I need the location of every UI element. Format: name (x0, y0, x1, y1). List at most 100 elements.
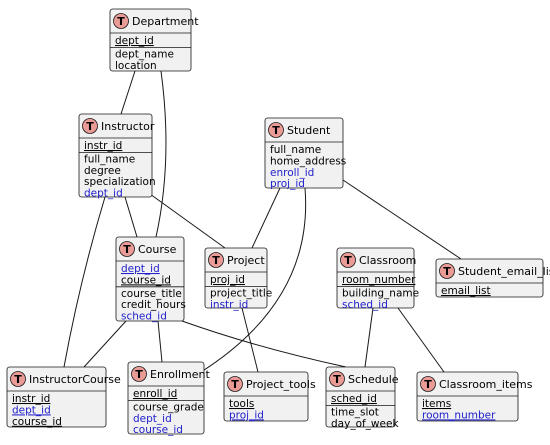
entity-name: Project_tools (246, 378, 316, 391)
primary-key-attribute: proj_id (229, 409, 264, 421)
entity-name: Course (138, 243, 177, 256)
entity-name: Schedule (348, 373, 399, 386)
entity-classroom[interactable]: T Classroom room_numberbuilding_namesched_… (336, 247, 419, 311)
primary-key-attribute: dept_id (121, 263, 160, 275)
primary-key-attribute: course_id (121, 274, 171, 286)
table-icon-letter: T (424, 378, 432, 391)
table-icon (329, 371, 345, 387)
table-icon (113, 13, 129, 29)
relationship-student-student_email_list (342, 179, 462, 260)
attribute: home_address (270, 155, 346, 167)
attribute: full_name (270, 144, 321, 156)
relationship-student-project (251, 187, 281, 249)
attribute: time_slot (331, 406, 379, 418)
foreign-key-attribute: enroll_id (270, 167, 314, 179)
entity-name: Student (287, 124, 331, 137)
relationship-classroom-schedule (364, 307, 374, 368)
attribute: full_name (84, 153, 135, 165)
entity-name: Department (132, 15, 199, 28)
primary-key-attribute: room_number (342, 274, 416, 286)
primary-key-attribute: enroll_id (133, 388, 177, 400)
foreign-key-attribute: sched_id (342, 299, 388, 311)
primary-key-attribute: sched_id (331, 393, 377, 405)
entity-box (109, 8, 192, 72)
table-icon-letter: T (123, 243, 131, 256)
table-icon-letter: T (212, 254, 220, 267)
entity-name: Enrollment (150, 368, 210, 381)
relationship-department-course (155, 70, 167, 238)
table-icon-letter: T (272, 124, 280, 137)
table-icon-letter: T (344, 254, 352, 267)
entity-name: InstructorCourse (29, 373, 121, 386)
table-icon (82, 118, 98, 134)
entity-box (115, 236, 185, 322)
attribute: project_title (210, 287, 272, 299)
table-icon-letter: T (231, 378, 239, 391)
entity-name: Classroom_items (439, 378, 533, 391)
table-icon-letter: T (135, 368, 143, 381)
table-icon-letter: T (86, 120, 94, 133)
attribute: building_name (342, 287, 419, 299)
primary-key-attribute: email_list (441, 285, 491, 297)
attribute: specialization (84, 176, 156, 188)
primary-key-attribute: room_number (422, 409, 496, 421)
attribute: degree (84, 165, 121, 177)
relationship-department-instructor (120, 70, 136, 115)
entity-box (435, 258, 544, 298)
attribute: location (115, 60, 157, 72)
foreign-key-attribute: proj_id (270, 178, 305, 190)
table-icon-letter: T (117, 15, 125, 28)
foreign-key-attribute: instr_id (210, 299, 248, 311)
entity-box (127, 361, 205, 435)
entity-name: Student_email_list (458, 265, 550, 278)
entity-name: Project (227, 254, 265, 267)
primary-key-attribute: dept_id (115, 35, 154, 47)
entity-name: Classroom (359, 254, 416, 267)
entity-box (6, 366, 107, 428)
table-icon (420, 376, 436, 392)
relationship-lines (63, 70, 462, 373)
primary-key-attribute: course_id (12, 416, 62, 428)
primary-key-attribute: instr_id (12, 393, 50, 405)
attribute: day_of_week (331, 418, 399, 430)
primary-key-attribute: proj_id (210, 274, 245, 286)
table-icon (227, 376, 243, 392)
foreign-key-attribute: sched_id (121, 311, 167, 323)
relationship-project-project_tools (241, 307, 259, 373)
table-icon (119, 241, 135, 257)
relationship-instructor-instructorcourse (63, 196, 106, 368)
relationship-instructor-project (149, 193, 226, 249)
table-icon (340, 252, 356, 268)
table-icon (10, 371, 26, 387)
attribute: course_grade (133, 401, 204, 413)
entity-box (78, 113, 153, 198)
foreign-key-attribute: course_id (133, 424, 183, 436)
table-icon (439, 263, 455, 279)
table-icon (208, 252, 224, 268)
attribute: credit_hours (121, 299, 186, 311)
foreign-key-attribute: dept_id (84, 188, 123, 200)
entity-box (223, 371, 309, 422)
relationship-course-enrollment (157, 320, 163, 363)
relationship-classroom-classroom_items (397, 307, 445, 373)
attribute: course_title (121, 288, 182, 300)
relationship-course-instructorcourse (83, 320, 127, 368)
entity-student[interactable]: T Student full_namehome_addressenroll_idpr… (264, 117, 346, 190)
relationship-course-schedule (181, 320, 347, 368)
entity-box (336, 247, 415, 309)
attribute: dept_name (115, 48, 174, 60)
primary-key-attribute: tools (229, 398, 254, 410)
relationship-instructor-course (124, 196, 138, 238)
entity-box (416, 371, 519, 422)
